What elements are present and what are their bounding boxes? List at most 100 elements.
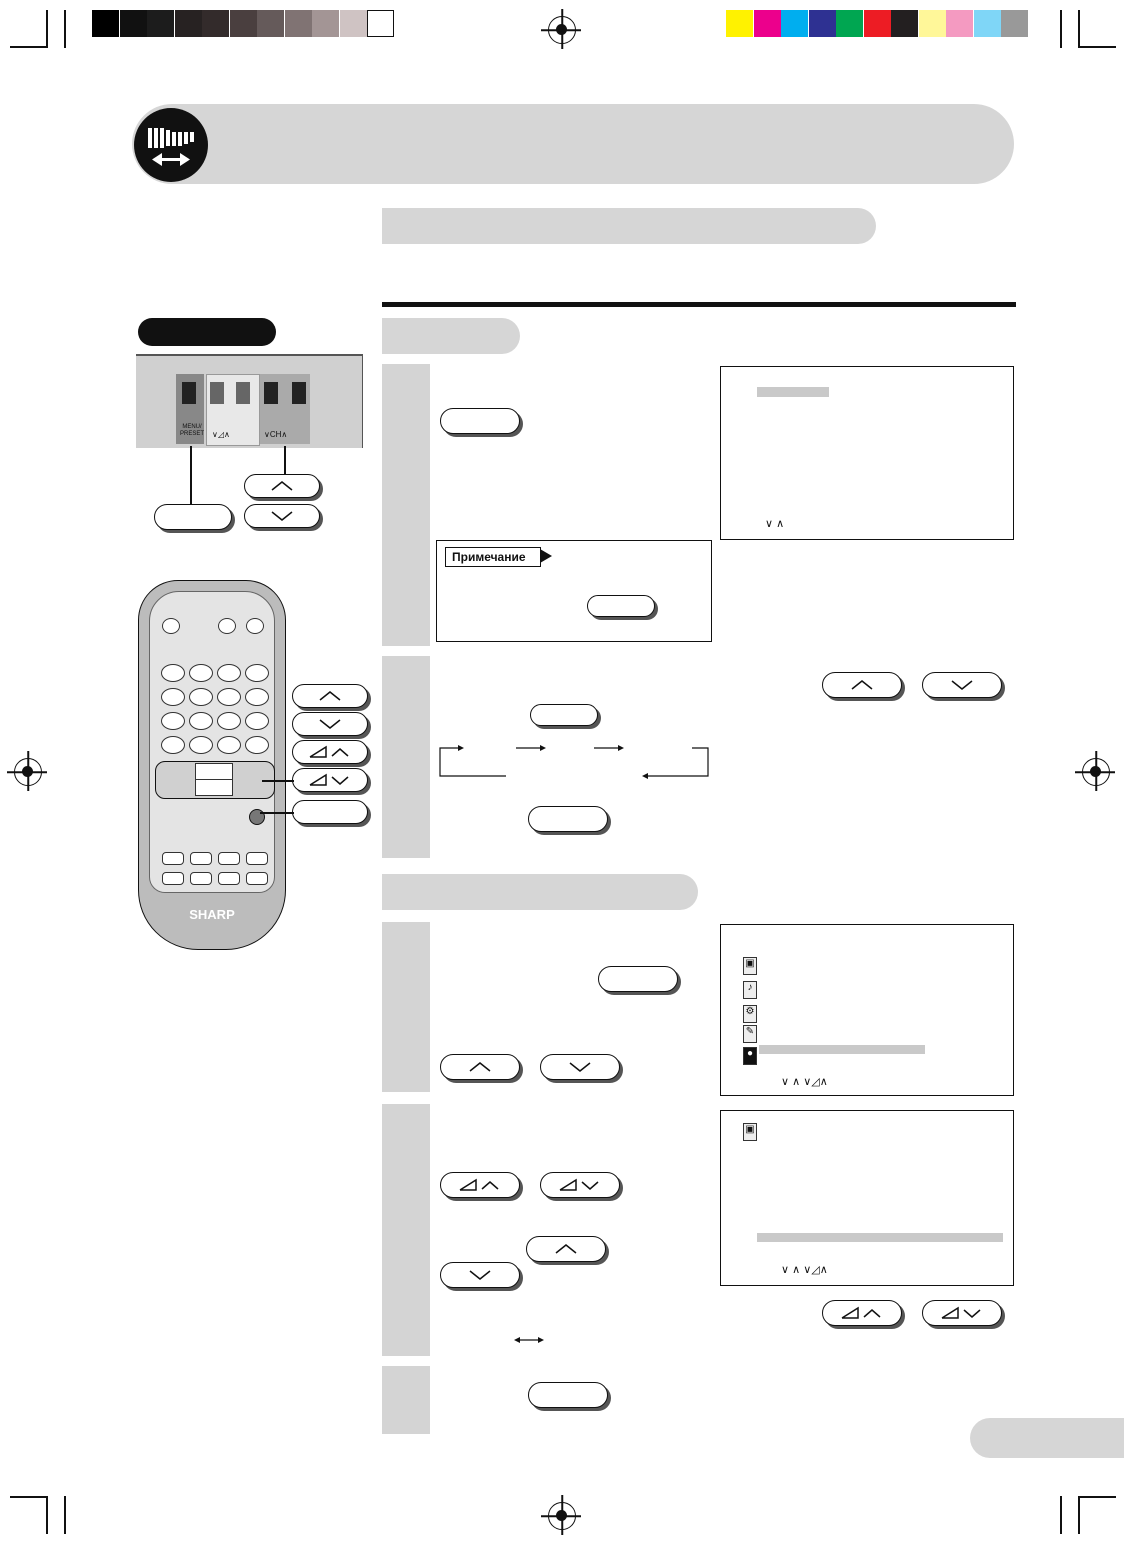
- color-swatch: [918, 10, 946, 37]
- gray-swatch: [92, 10, 119, 37]
- registration-mark-icon: [14, 758, 42, 786]
- gray-swatch: [257, 10, 284, 37]
- remote-function-key[interactable]: [218, 872, 240, 885]
- page-header-bar: [132, 104, 1014, 184]
- step2-menu-button[interactable]: [530, 704, 598, 726]
- remote-key[interactable]: [245, 688, 269, 706]
- step1-menu-button[interactable]: [440, 408, 520, 434]
- note-menu-button[interactable]: [587, 595, 655, 617]
- remote-function-key[interactable]: [190, 852, 212, 865]
- color-swatch: [753, 10, 781, 37]
- step3-menu-button[interactable]: [598, 966, 678, 992]
- screen3-vol-down-button[interactable]: [922, 1300, 1002, 1326]
- step4-up-button[interactable]: [526, 1236, 606, 1262]
- gray-swatch: [312, 10, 339, 37]
- remote-function-key[interactable]: [218, 852, 240, 865]
- remote-menu-button[interactable]: [292, 800, 368, 824]
- registration-mark-icon: [548, 1502, 576, 1530]
- step2-ok-button[interactable]: [528, 806, 608, 832]
- remote-vol-down-button[interactable]: [292, 768, 368, 792]
- color-swatch: [836, 10, 863, 37]
- gray-swatch: [339, 10, 367, 37]
- gray-swatch: [174, 10, 202, 37]
- note-label: Примечание: [445, 547, 552, 567]
- step4-number-cell: [382, 1104, 430, 1356]
- remote-key[interactable]: [161, 664, 185, 682]
- level-adjust-icon: [134, 108, 208, 182]
- connector-line: [262, 780, 294, 782]
- gray-swatch: [147, 10, 174, 37]
- step2-down-button[interactable]: [922, 672, 1002, 698]
- remote-function-key[interactable]: [246, 872, 268, 885]
- child-lock-icon: ▣: [743, 1123, 757, 1141]
- remote-key[interactable]: [189, 664, 213, 682]
- remote-key[interactable]: [217, 736, 241, 754]
- gray-swatch: [202, 10, 229, 37]
- registration-mark-icon: [1082, 758, 1110, 786]
- remote-ch-up-button[interactable]: [292, 684, 368, 708]
- osd-footer: ∨ ∧: [765, 518, 785, 530]
- feature-menu-icon: ✎: [743, 1025, 757, 1043]
- remote-key[interactable]: [189, 736, 213, 754]
- remote-ch-down-button[interactable]: [292, 712, 368, 736]
- color-swatch: [973, 10, 1001, 37]
- cycle-diagram: [436, 740, 714, 782]
- remote-key[interactable]: [217, 712, 241, 730]
- gray-swatch: [119, 10, 147, 37]
- section1-title-bar: [382, 318, 520, 354]
- remote-key[interactable]: [161, 712, 185, 730]
- screen3-vol-up-button[interactable]: [822, 1300, 902, 1326]
- remote-function-key[interactable]: [162, 852, 184, 865]
- remote-function-key[interactable]: [190, 872, 212, 885]
- step5-menu-button[interactable]: [528, 1382, 608, 1408]
- step2-up-button[interactable]: [822, 672, 902, 698]
- remote-function-key[interactable]: [246, 852, 268, 865]
- remote-key[interactable]: [245, 664, 269, 682]
- step5-number-cell: [382, 1366, 430, 1434]
- remote-key[interactable]: [161, 688, 185, 706]
- step4-vol-up-button[interactable]: [440, 1172, 520, 1198]
- child-lock-icon: ●: [743, 1047, 757, 1065]
- remote-key[interactable]: [189, 712, 213, 730]
- color-swatch: [946, 10, 973, 37]
- color-swatch: [863, 10, 891, 37]
- remote-key[interactable]: [217, 664, 241, 682]
- remote-key[interactable]: [245, 736, 269, 754]
- step4-down-button[interactable]: [440, 1262, 520, 1288]
- step1-number-cell: [382, 364, 430, 646]
- step3-down-button[interactable]: [540, 1054, 620, 1080]
- step3-up-button[interactable]: [440, 1054, 520, 1080]
- menu-button[interactable]: [154, 504, 232, 530]
- ch-down-button[interactable]: [244, 504, 320, 528]
- remote-key[interactable]: [162, 618, 180, 634]
- remote-key[interactable]: [217, 688, 241, 706]
- gray-swatch: [367, 10, 394, 37]
- osd-screen-3: ▣ ∨ ∧ ∨◿∧: [720, 1110, 1014, 1286]
- remote-key[interactable]: [245, 712, 269, 730]
- step4-vol-down-button[interactable]: [540, 1172, 620, 1198]
- remote-key[interactable]: [246, 618, 264, 634]
- color-swatch: [726, 10, 753, 37]
- divider: [382, 302, 1016, 307]
- gray-swatch: [229, 10, 257, 37]
- remote-key[interactable]: [161, 736, 185, 754]
- remote-key[interactable]: [218, 618, 236, 634]
- panel-menu-label: MENU/ PRESET: [179, 424, 204, 437]
- remote-function-key[interactable]: [162, 872, 184, 885]
- color-swatch: [891, 10, 918, 37]
- osd-screen-2: ▣ ♪ ⚙ ✎ ● ∨ ∧ ∨◿∧: [720, 924, 1014, 1096]
- section-title-bar: [382, 208, 876, 244]
- panel-volume-label: ∨◿∧: [212, 430, 230, 439]
- remote-control: SHARP: [138, 580, 286, 950]
- note-box: Примечание: [436, 540, 712, 642]
- connector-line: [284, 446, 286, 476]
- remote-vol-up-button[interactable]: [292, 740, 368, 764]
- registration-mark-icon: [548, 16, 576, 44]
- remote-key[interactable]: [189, 688, 213, 706]
- step3-number-cell: [382, 922, 430, 1092]
- osd-footer: ∨ ∧ ∨◿∧: [781, 1076, 828, 1088]
- osd-highlight: [757, 387, 829, 397]
- osd-highlight: [757, 1233, 1003, 1242]
- ch-up-button[interactable]: [244, 474, 320, 498]
- remote-brand: SHARP: [189, 907, 235, 922]
